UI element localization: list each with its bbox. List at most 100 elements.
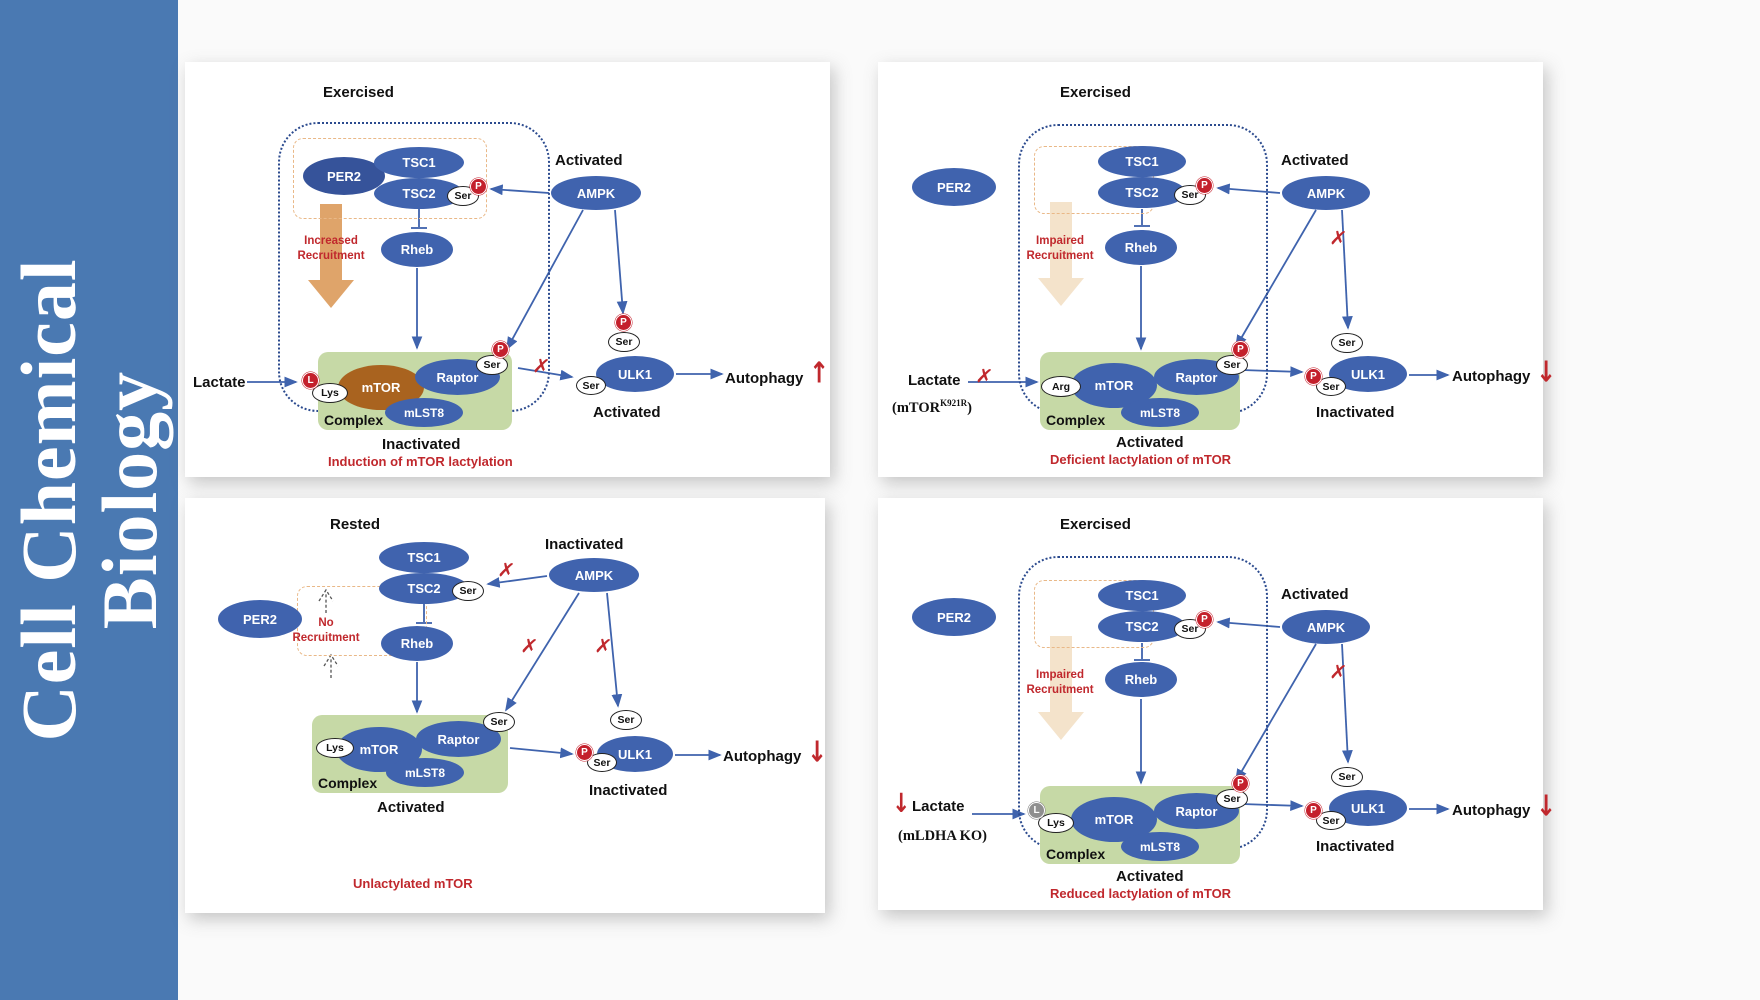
- panel-caption: Induction of mTOR lactylation: [328, 454, 513, 469]
- raptor-ser-badge: Ser: [483, 712, 515, 732]
- tsc2-oval: TSC2: [374, 178, 464, 209]
- inhibit-x-icon: ✗: [1328, 224, 1349, 252]
- per2-oval: PER2: [912, 598, 996, 636]
- mutant-superscript: K921R: [940, 398, 968, 408]
- journal-title-line2: Biology: [86, 370, 173, 630]
- recruitment-line2: Recruitment: [297, 249, 365, 262]
- panel-caption: Unlactylated mTOR: [353, 876, 473, 891]
- complex-label: Complex: [324, 412, 384, 428]
- lactate-label: Lactate: [912, 798, 965, 815]
- ulk1-phospho-badge: P: [1305, 368, 1322, 385]
- panel-exercised-wildtype: Exercised PER2 TSC1 TSC2 Ser P Activated…: [185, 62, 830, 477]
- mtor-oval: mTOR: [1071, 797, 1157, 842]
- ulk1-top-ser-badge: Ser: [1331, 333, 1363, 353]
- ulk1-top-ser-badge: Ser: [610, 710, 642, 730]
- recruitment-label: No Recruitment: [284, 616, 368, 646]
- inhibit-x-icon: ✗: [1328, 658, 1349, 686]
- condition-label: Rested: [330, 516, 381, 533]
- autophagy-label: Autophagy: [723, 748, 802, 765]
- panel-caption: Reduced lactylation of mTOR: [1050, 886, 1232, 901]
- lys-badge: Lys: [312, 383, 348, 403]
- ampk-state-label: Inactivated: [545, 536, 624, 553]
- ulk1-state-label: Inactivated: [1316, 838, 1395, 855]
- mlst8-oval: mLST8: [1121, 398, 1199, 427]
- lys-badge: Lys: [1038, 813, 1074, 833]
- ampk-state-label: Activated: [555, 152, 623, 169]
- complex-state-label: Activated: [1116, 868, 1184, 885]
- panel-exercised-k921r: Exercised PER2 TSC1 TSC2 Ser P Activated…: [878, 62, 1556, 477]
- complex-state-label: Inactivated: [382, 436, 461, 453]
- tsc1-oval: TSC1: [374, 147, 464, 178]
- recruitment-line1: Impaired: [1036, 669, 1084, 681]
- ulk1-ser-badge: Ser: [1316, 811, 1346, 830]
- lys-badge: Lys: [316, 738, 354, 758]
- recruitment-label: Increased Recruitment: [289, 234, 373, 264]
- arrows-layer: [247, 184, 724, 388]
- recruitment-line2: Recruitment: [1026, 249, 1094, 262]
- ldha-ko-label: (mLDHA KO): [898, 828, 988, 844]
- raptor-ser-badge: Ser: [476, 355, 508, 375]
- lactate-label: Lactate: [193, 374, 246, 391]
- autophagy-down-icon: ↓: [1536, 355, 1557, 389]
- panel-caption: Deficient lactylation of mTOR: [1050, 452, 1232, 467]
- ampk-state-label: Activated: [1281, 152, 1349, 169]
- condition-label: Exercised: [1060, 516, 1131, 533]
- tsc2-oval: TSC2: [1098, 611, 1186, 642]
- ulk1-ser-badge: Ser: [587, 753, 617, 772]
- tsc2-oval: TSC2: [1098, 177, 1186, 208]
- panel-exercised-ldha-ko: Exercised PER2 TSC1 TSC2 Ser P Activated…: [878, 498, 1556, 910]
- journal-title: Cell Chemical Biology: [0, 0, 178, 1000]
- condition-label: Exercised: [323, 84, 394, 101]
- per2-oval: PER2: [218, 600, 302, 638]
- complex-label: Complex: [1046, 846, 1106, 862]
- per2-oval: PER2: [912, 168, 996, 206]
- complex-state-label: Activated: [377, 799, 445, 816]
- recruitment-line1: No: [318, 617, 334, 629]
- panel-rested: Rested PER2 TSC1 TSC2 Ser ✗ Inactivated …: [185, 498, 828, 913]
- mtor-mutant-label: (mTORK921R): [892, 398, 972, 417]
- inhibit-x-icon: ✗: [519, 632, 540, 660]
- autophagy-label: Autophagy: [1452, 368, 1531, 385]
- inhibit-x-icon: ✗: [496, 556, 517, 584]
- recruitment-block-arrow-faded: [1038, 202, 1084, 306]
- autophagy-down-icon: ↓: [1536, 789, 1557, 823]
- lactyl-badge-reduced: L: [1028, 802, 1045, 819]
- ulk1-phospho-badge: P: [615, 314, 632, 331]
- mutant-suffix: ): [967, 399, 972, 416]
- ulk1-ser-badge: Ser: [1316, 377, 1346, 396]
- raptor-ser-badge: Ser: [1216, 789, 1248, 809]
- raptor-oval: Raptor: [415, 359, 500, 395]
- recruitment-line1: Impaired: [1036, 235, 1084, 247]
- autophagy-down-icon: ↓: [807, 735, 828, 769]
- arrows-layer: [972, 617, 1450, 820]
- recruitment-line2: Recruitment: [292, 631, 360, 644]
- autophagy-up-icon: ↑: [809, 356, 830, 390]
- rheb-oval: Rheb: [1105, 230, 1177, 265]
- mutant-prefix: (mTOR: [892, 399, 941, 416]
- ulk1-phospho-badge: P: [1305, 802, 1322, 819]
- journal-sidebar: Cell Chemical Biology: [0, 0, 178, 1000]
- raptor-ser-badge: Ser: [1216, 355, 1248, 375]
- mlst8-oval: mLST8: [1121, 832, 1199, 861]
- ulk1-state-label: Activated: [593, 404, 661, 421]
- tsc2-phospho-badge: P: [470, 178, 487, 195]
- recruitment-label: Impaired Recruitment: [1018, 234, 1102, 264]
- inhibit-x-icon: ✗: [531, 352, 552, 380]
- per2-oval: PER2: [303, 157, 385, 195]
- condition-label: Exercised: [1060, 84, 1131, 101]
- complex-label: Complex: [318, 775, 378, 791]
- ulk1-ser-badge: Ser: [576, 376, 606, 395]
- raptor-phospho-badge: P: [492, 341, 509, 358]
- raptor-phospho-badge: P: [1232, 775, 1249, 792]
- ulk1-oval: ULK1: [596, 356, 674, 392]
- autophagy-label: Autophagy: [1452, 802, 1531, 819]
- ampk-state-label: Activated: [1281, 586, 1349, 603]
- tsc1-oval: TSC1: [1098, 580, 1186, 611]
- lactate-label: Lactate: [908, 372, 961, 389]
- recruitment-block-arrow: [308, 204, 354, 308]
- tsc2-ser-badge: Ser: [452, 581, 484, 601]
- ampk-oval: AMPK: [549, 558, 639, 592]
- lactyl-badge: L: [302, 372, 319, 389]
- tsc1-oval: TSC1: [379, 542, 469, 573]
